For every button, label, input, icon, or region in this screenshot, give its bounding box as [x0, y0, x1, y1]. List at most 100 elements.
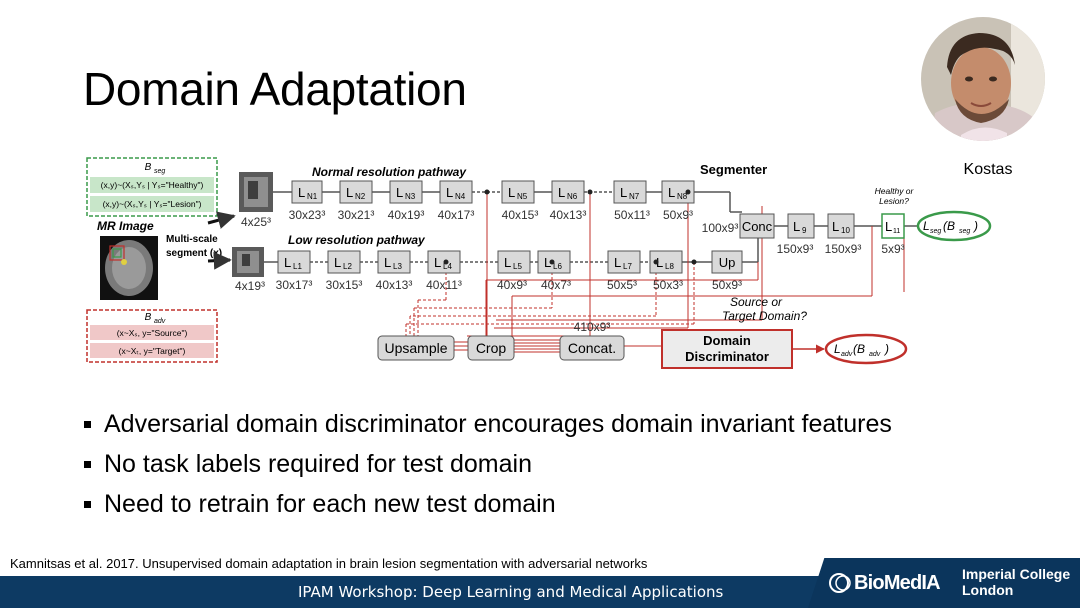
- bseg-row2: (x,y)~(Xₛ,Yₛ | Yₛ="Lesion"): [103, 199, 202, 209]
- concat-block: 410x9³ Concat.: [559, 320, 625, 361]
- crop-block: Crop: [467, 335, 515, 361]
- svg-text:): ): [972, 219, 978, 233]
- normal-input-patch: [239, 172, 273, 212]
- svg-text:N8: N8: [677, 192, 688, 201]
- normal-layer-1: L N1 30x23³: [289, 180, 326, 222]
- low-layer-2: L L2 30x15³: [326, 250, 362, 292]
- svg-text:100x9³: 100x9³: [702, 221, 739, 235]
- svg-text:30x21³: 30x21³: [338, 208, 375, 222]
- bullet-item: No task labels required for test domain: [84, 444, 892, 484]
- svg-text:L: L: [396, 185, 403, 200]
- slide-title: Domain Adaptation: [83, 63, 467, 115]
- svg-text:Concat.: Concat.: [568, 340, 616, 356]
- feature-taps: [467, 192, 873, 337]
- svg-text:L: L: [668, 185, 675, 200]
- svg-text:40x13³: 40x13³: [376, 278, 413, 292]
- svg-text:Conc: Conc: [742, 219, 773, 234]
- svg-text:L: L: [434, 255, 441, 270]
- bullet-list: Adversarial domain discriminator encoura…: [84, 404, 892, 524]
- svg-text:seg: seg: [930, 228, 941, 235]
- normal-layer-3: L N3 40x19³: [388, 180, 425, 222]
- svg-text:40x11³: 40x11³: [426, 278, 462, 292]
- svg-text:30x23³: 30x23³: [289, 208, 326, 222]
- svg-text:adv: adv: [869, 351, 881, 358]
- svg-text:40x19³: 40x19³: [388, 208, 425, 222]
- svg-text:Up: Up: [719, 255, 736, 270]
- l9-block: L 9 150x9³: [777, 213, 815, 256]
- segment-label: segment (x): [166, 248, 222, 259]
- domain-discriminator: Domain Discriminator: [661, 329, 793, 369]
- svg-text:L: L: [508, 185, 515, 200]
- svg-text:L: L: [885, 219, 892, 234]
- bseg-sub: seg: [154, 168, 165, 175]
- bullet-item: Adversarial domain discriminator encoura…: [84, 404, 892, 444]
- bseg-box: B seg (x,y)~(Xₛ,Yₛ | Yₛ="Healthy") (x,y)…: [86, 157, 218, 217]
- citation: Kamnitsas et al. 2017. Unsupervised doma…: [10, 556, 648, 571]
- svg-text:50x5³: 50x5³: [607, 278, 637, 292]
- footer-logo-panel: [808, 558, 1080, 608]
- normal-layer-8: L N8 50x9³: [661, 180, 695, 222]
- normal-layer-2: L N2 30x21³: [338, 180, 375, 222]
- svg-text:L: L: [614, 255, 621, 270]
- bseg-row1: (x,y)~(Xₛ,Yₛ | Yₛ="Healthy"): [101, 180, 204, 190]
- architecture-diagram: B seg (x,y)~(Xₛ,Yₛ | Yₛ="Healthy") (x,y)…: [82, 150, 1002, 380]
- upsample-block: Upsample: [377, 335, 455, 361]
- low-layer-1: L L1 30x17³: [276, 250, 312, 292]
- svg-text:410x9³: 410x9³: [574, 320, 611, 334]
- svg-text:Discriminator: Discriminator: [685, 349, 769, 364]
- conc-block: 100x9³ Conc: [702, 213, 775, 239]
- source-question-1: Source or: [730, 295, 783, 309]
- imperial-line-2: London: [962, 582, 1014, 598]
- svg-text:N6: N6: [567, 192, 578, 201]
- low-feature-taps: [405, 262, 695, 336]
- svg-text:50x11³: 50x11³: [614, 208, 650, 222]
- lseg-loss: L seg (B seg ): [916, 210, 992, 242]
- biomedia-icon: [829, 573, 851, 593]
- badv-sub: adv: [154, 318, 166, 325]
- imperial-line-1: Imperial College: [962, 566, 1071, 582]
- svg-text:L: L: [298, 185, 305, 200]
- mr-image: [100, 236, 158, 300]
- svg-text:adv: adv: [841, 351, 853, 358]
- svg-text:N2: N2: [355, 192, 366, 201]
- biomedia-logo: BioMedIA: [828, 570, 941, 596]
- svg-text:50x9³: 50x9³: [712, 278, 742, 292]
- badv-row1: (x~Xₛ, y="Source"): [117, 328, 188, 338]
- ladv-loss: L adv (B adv ): [824, 333, 908, 365]
- svg-text:L7: L7: [623, 262, 632, 271]
- svg-text:10: 10: [841, 226, 850, 235]
- svg-text:150x9³: 150x9³: [825, 242, 862, 256]
- svg-text:11: 11: [893, 228, 900, 235]
- svg-text:L: L: [558, 185, 565, 200]
- svg-text:Domain: Domain: [703, 333, 751, 348]
- svg-text:L: L: [834, 342, 841, 356]
- normal-layer-5: L N5 40x15³: [501, 180, 538, 222]
- svg-text:L: L: [446, 185, 453, 200]
- l10-block: L 10 150x9³: [825, 213, 862, 256]
- svg-text:L: L: [620, 185, 627, 200]
- svg-text:(B: (B: [853, 342, 865, 356]
- svg-text:L8: L8: [665, 262, 674, 271]
- low-layer-8: L L8 50x3³: [649, 250, 683, 292]
- svg-text:50x3³: 50x3³: [653, 278, 683, 292]
- svg-text:50x9³: 50x9³: [663, 208, 693, 222]
- svg-text:Upsample: Upsample: [384, 340, 447, 356]
- badv-box: B adv (x~Xₛ, y="Source") (x~Xₜ, y="Targe…: [86, 309, 218, 363]
- svg-text:L: L: [656, 255, 663, 270]
- svg-text:L: L: [793, 219, 800, 234]
- normal-layer-4: L N4 40x17³: [438, 180, 474, 222]
- normal-layer-7: L N7 50x11³: [613, 180, 650, 222]
- svg-text:seg: seg: [959, 228, 970, 235]
- biomedia-text: BioMedIA: [854, 571, 941, 594]
- svg-text:(B: (B: [943, 219, 955, 233]
- low-input-size: 4x19³: [235, 279, 265, 293]
- presenter-photo: [921, 17, 1045, 141]
- svg-text:40x7³: 40x7³: [541, 278, 571, 292]
- mr-image-label: MR Image: [97, 219, 154, 233]
- svg-text:40x9³: 40x9³: [497, 278, 527, 292]
- normal-layer-6: L N6 40x13³: [550, 180, 586, 222]
- bseg-title: B: [145, 162, 152, 173]
- svg-text:L: L: [284, 255, 291, 270]
- imperial-logo: Imperial College London: [962, 566, 1072, 598]
